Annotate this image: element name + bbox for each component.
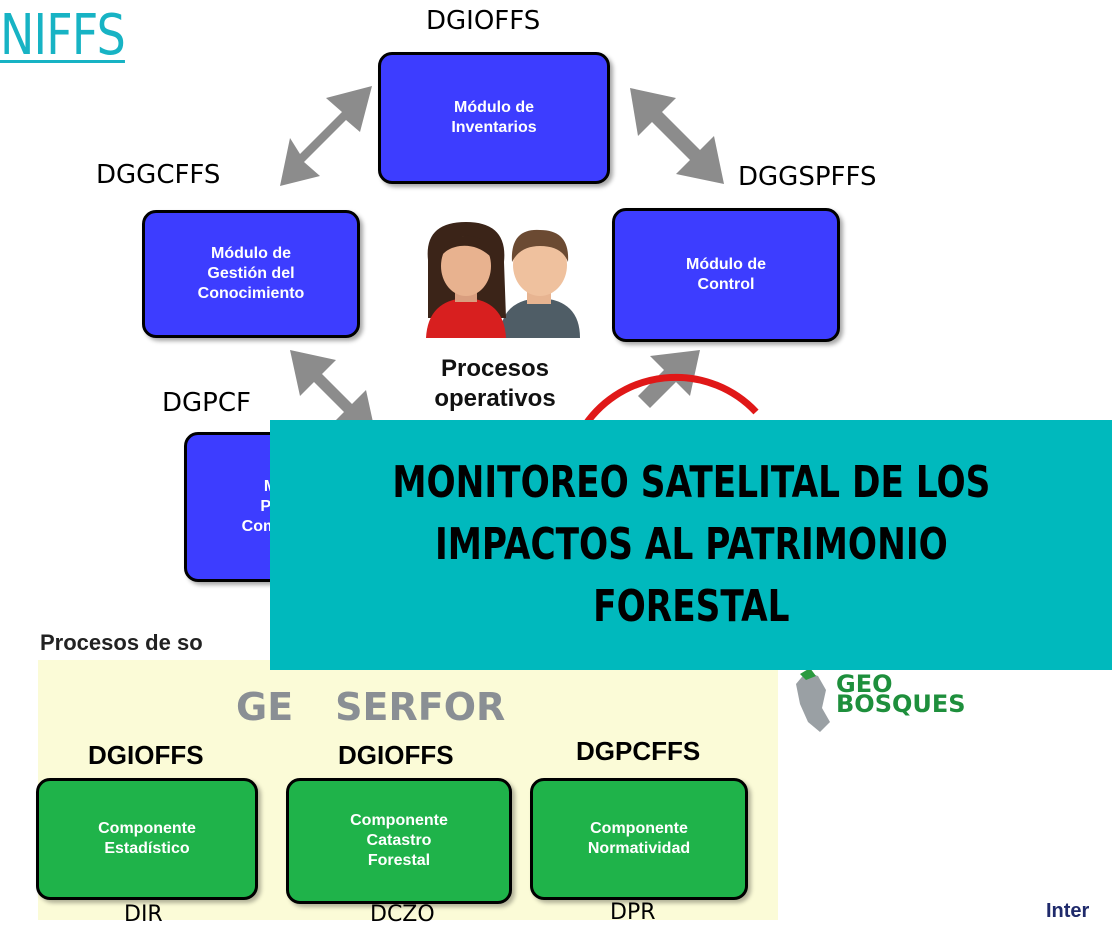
page-title: NIFFS [0, 3, 126, 68]
arrow-gestion-promocion [290, 350, 376, 436]
arrow-inventarios-control [630, 88, 724, 184]
component-org-1: DGIOFFS [88, 740, 204, 770]
org-label-inventarios: DGIOFFS [426, 6, 541, 36]
component-unit-2: DCZO [370, 902, 435, 927]
component-unit-3: DPR [610, 900, 656, 925]
component-org-2: DGIOFFS [338, 740, 454, 770]
support-processes-label: Procesos de so [40, 630, 203, 655]
monitoring-banner: MONITOREO SATELITAL DE LOS IMPACTOS AL P… [270, 420, 1112, 670]
org-label-promocion: DGPCF [162, 388, 251, 418]
peru-map-icon [796, 672, 830, 732]
geoserfor-logo: GE SERFOR [236, 688, 505, 726]
center-label: Procesos operativos [434, 355, 556, 412]
geoserfor-logo-left: GE [236, 685, 294, 729]
footer-text: Inter [1046, 900, 1090, 922]
red-circle-shape [579, 373, 759, 432]
org-label-gestion: DGGCFFS [96, 160, 221, 190]
component-normatividad[interactable]: Componente Normatividad [530, 778, 748, 900]
geoserfor-logo-right: SERFOR [335, 685, 506, 729]
banner-text: MONITOREO SATELITAL DE LOS IMPACTOS AL P… [391, 457, 991, 632]
module-gestion-conocimiento[interactable]: Módulo de Gestión del Conocimiento [142, 210, 360, 338]
org-label-control: DGGSPFFS [738, 162, 877, 192]
component-estadistico[interactable]: Componente Estadístico [36, 778, 258, 900]
geobosques-logo: GEO BOSQUES [836, 670, 966, 718]
component-unit-1: DIR [124, 902, 163, 927]
module-control[interactable]: Módulo de Control [612, 208, 840, 342]
module-inventarios[interactable]: Módulo de Inventarios [378, 52, 610, 184]
arrow-inventarios-gestion [280, 86, 372, 186]
people-illustration [426, 222, 580, 338]
component-catastro-forestal[interactable]: Componente Catastro Forestal [286, 778, 512, 904]
component-org-3: DGPCFFS [576, 736, 701, 766]
